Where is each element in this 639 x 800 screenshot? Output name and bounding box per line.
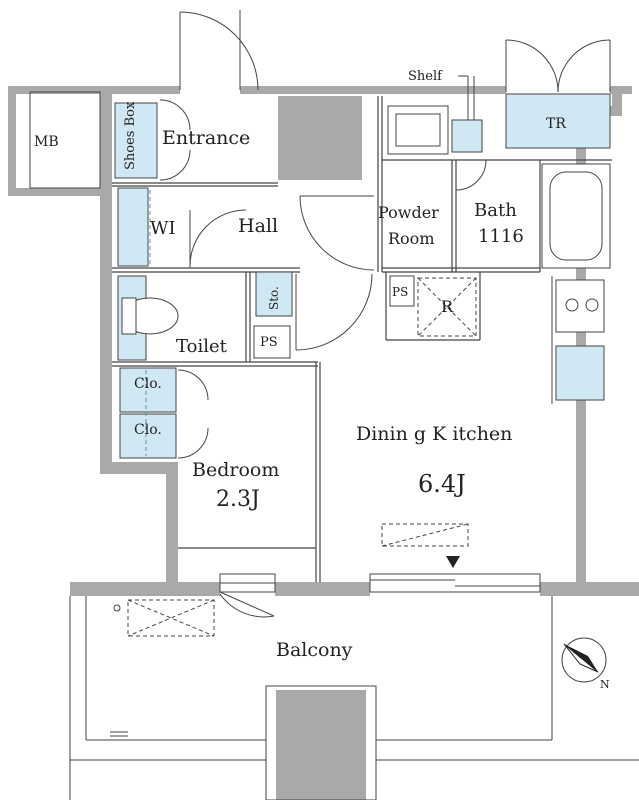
label-powder-1: Powder <box>378 203 439 222</box>
room-labels: MB Shoes Box Entrance Shelf TR WI Hall P… <box>34 69 566 661</box>
closet-2-area <box>119 413 177 459</box>
label-closet-2: Clo. <box>134 422 162 438</box>
doors <box>159 10 611 618</box>
label-ps-lower: PS <box>260 335 278 350</box>
exterior-walls <box>8 86 639 800</box>
label-refrigerator: R <box>441 297 454 316</box>
closet-1-area <box>119 367 177 413</box>
interior-walls <box>112 96 612 582</box>
label-dining-kitchen: Dinin g K itchen <box>356 423 512 445</box>
sink-area <box>555 345 605 401</box>
ac-arrow-icon <box>446 556 460 568</box>
shoes-box-area <box>114 102 158 179</box>
label-wic: WI <box>150 218 176 239</box>
storage-sto <box>255 271 293 317</box>
label-dining-kitchen-size: 6.4J <box>418 470 466 498</box>
label-bedroom-size: 2.3J <box>216 487 260 512</box>
label-entrance: Entrance <box>162 127 250 149</box>
label-balcony: Balcony <box>276 639 353 661</box>
label-mb: MB <box>34 134 59 150</box>
storage-areas <box>114 93 611 459</box>
label-closet-1: Clo. <box>134 376 162 392</box>
tr-area <box>505 93 611 149</box>
stove <box>555 279 605 333</box>
windows <box>219 573 541 593</box>
label-toilet: Toilet <box>176 336 228 357</box>
aircon-kitchen <box>381 523 469 547</box>
label-bath-size: 1116 <box>478 226 524 247</box>
north-arrow-icon: N <box>561 637 610 691</box>
outdoor-unit <box>127 599 215 637</box>
label-shelf: Shelf <box>408 69 443 84</box>
label-bedroom: Bedroom <box>192 459 279 481</box>
label-shoes-box: Shoes Box <box>123 101 138 170</box>
label-hall: Hall <box>238 215 278 237</box>
label-tr: TR <box>546 116 566 132</box>
label-powder-2: Room <box>388 229 434 248</box>
shelf-area <box>451 119 483 153</box>
fixtures <box>29 75 639 800</box>
label-storage: Sto. <box>267 286 281 310</box>
label-ps-upper: PS <box>392 285 408 299</box>
label-bath: Bath <box>474 200 517 221</box>
wic-shelf <box>117 187 149 267</box>
compass-north-label: N <box>600 678 610 691</box>
refrigerator-space <box>417 277 477 337</box>
